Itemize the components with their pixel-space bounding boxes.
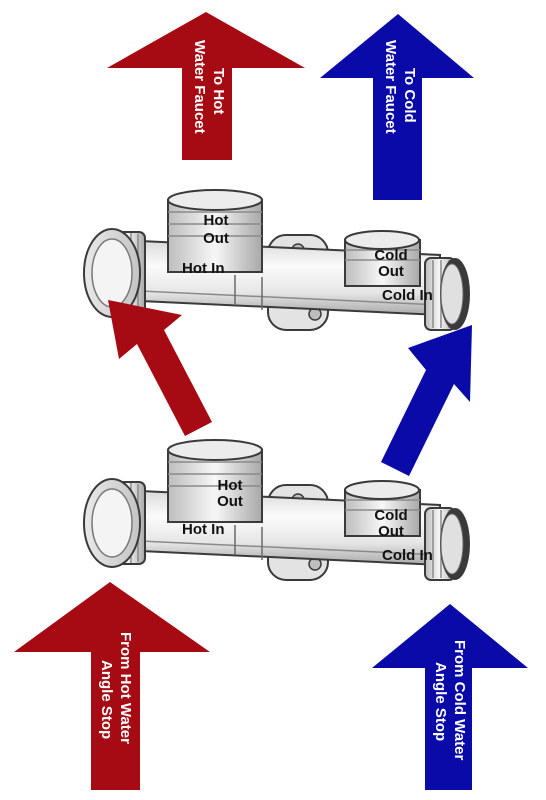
upper-valve: Hot Out Cold Out Hot In Cold In xyxy=(83,189,471,331)
lower-hot-out-label-line2: Out xyxy=(217,493,243,510)
from-cold-arrow: From Cold Water Angle Stop xyxy=(372,604,528,790)
lower-cold-out-label-line2: Out xyxy=(378,523,404,540)
to-cold-label-line2: Water Faucet xyxy=(382,40,399,134)
cold-diagonal-arrow xyxy=(381,325,472,476)
to-hot-label-line1: To Hot xyxy=(210,68,227,114)
upper-hot-in-label: Hot In xyxy=(182,260,225,277)
lower-hot-out-label-line1: Hot xyxy=(218,477,243,494)
lower-cold-out-label-line1: Cold xyxy=(374,507,407,524)
upper-cold-out-label-line1: Cold xyxy=(374,247,407,264)
lower-valve: Hot Out Cold Out Hot In Cold In xyxy=(83,439,471,581)
to-hot-label-line2: Water Faucet xyxy=(191,40,208,134)
to-cold-label-line1: To Cold xyxy=(401,68,418,123)
upper-hot-out-label-line1: Hot xyxy=(204,212,229,229)
lower-hot-in-label: Hot In xyxy=(182,521,225,538)
from-hot-label-line2: Angle Stop xyxy=(98,660,115,739)
from-hot-arrow: From Hot Water Angle Stop xyxy=(14,582,210,790)
hot-diagonal-arrow xyxy=(108,300,212,436)
upper-cold-out-label-line2: Out xyxy=(378,263,404,280)
from-cold-label-line2: Angle Stop xyxy=(432,662,449,741)
from-hot-label-line1: From Hot Water xyxy=(117,632,134,744)
to-cold-arrow: To Cold Water Faucet xyxy=(320,14,474,200)
upper-cold-in-label: Cold In xyxy=(382,287,433,304)
upper-hot-out-label-line2: Out xyxy=(203,230,229,247)
lower-cold-in-label: Cold In xyxy=(382,547,433,564)
to-hot-arrow: To Hot Water Faucet xyxy=(107,12,305,160)
from-cold-label-line1: From Cold Water xyxy=(451,640,468,760)
